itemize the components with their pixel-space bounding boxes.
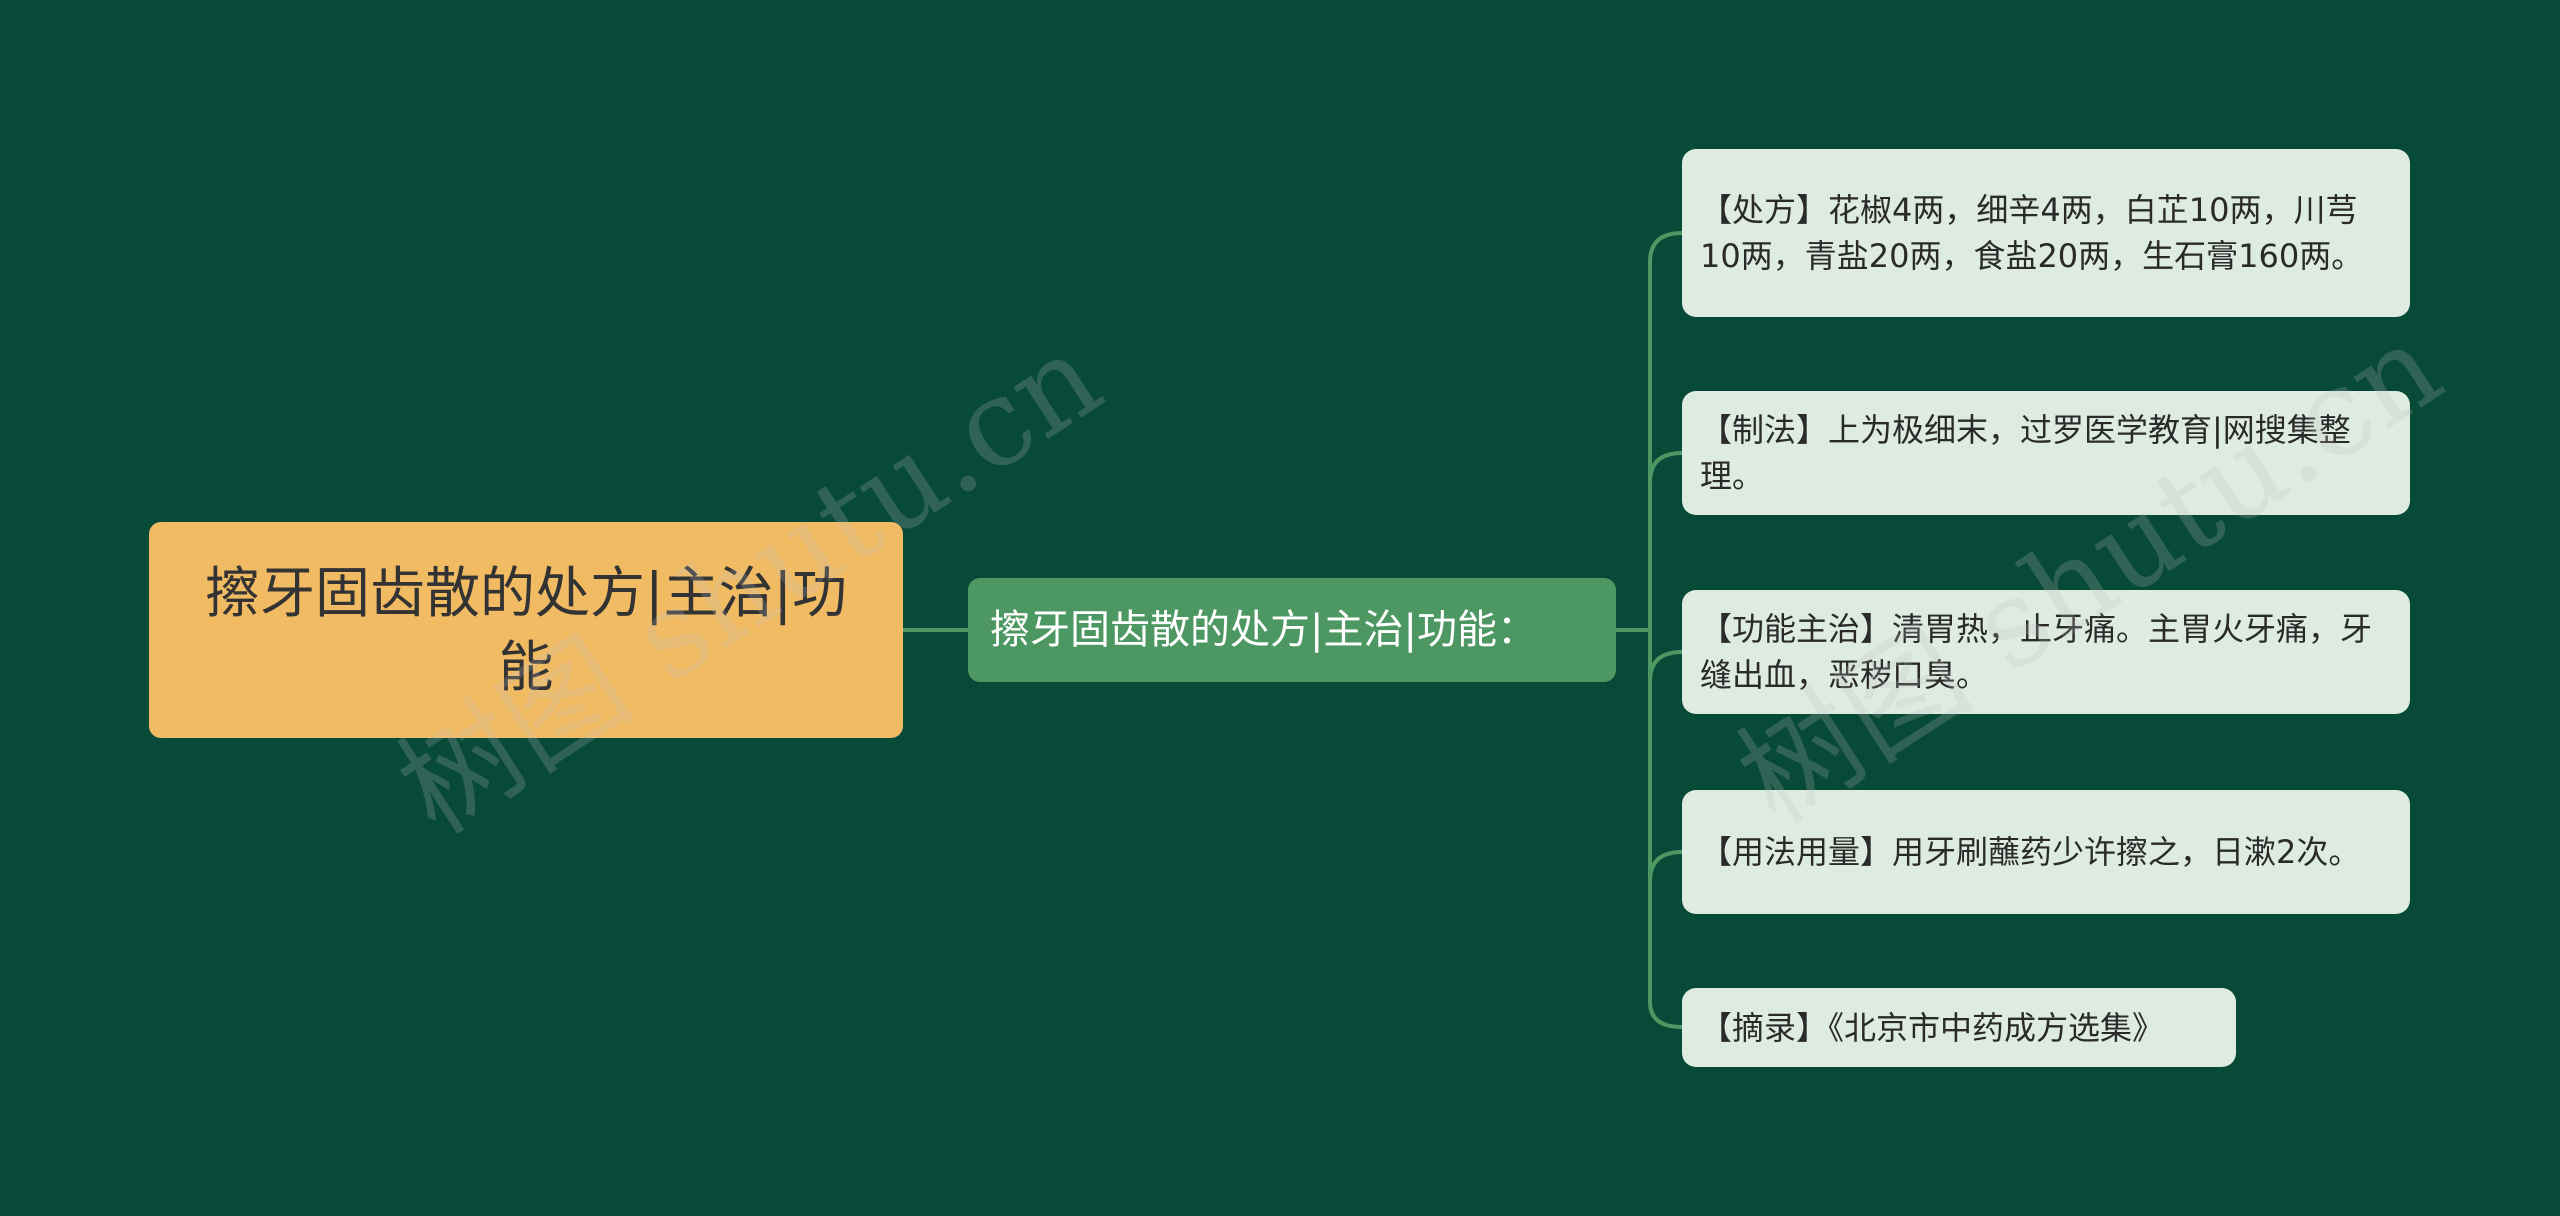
leaf-connector-3 xyxy=(1648,650,1684,683)
leaf-label-source: 【摘录】《北京市中药成方选集》 xyxy=(1700,1008,2165,1047)
leaf-node-usage[interactable]: 【用法用量】用牙刷蘸药少许擦之，日漱2次。 xyxy=(1682,790,2410,914)
leaf-node-prescription[interactable]: 【处方】花椒4两，细辛4两，白芷10两，川芎10两，青盐20两，食盐20两，生石… xyxy=(1682,149,2410,317)
leaf-connector-4 xyxy=(1648,850,1684,883)
leaf-node-preparation[interactable]: 【制法】上为极细末，过罗医学教育|网搜集整理。 xyxy=(1682,391,2410,515)
leaf-label-usage: 【用法用量】用牙刷蘸药少许擦之，日漱2次。 xyxy=(1700,833,2361,871)
leaf-connector-2 xyxy=(1648,451,1684,484)
branch-topic-label: 擦牙固齿散的处方|主治|功能： xyxy=(990,607,1537,653)
leaf-connector-1 xyxy=(1648,231,1684,264)
leaf-node-indications[interactable]: 【功能主治】清胃热，止牙痛。主胃火牙痛，牙缝出血，恶秽口臭。 xyxy=(1682,590,2410,714)
leaf-label-prescription: 【处方】花椒4两，细辛4两，白芷10两，川芎10两，青盐20两，食盐20两，生石… xyxy=(1700,191,2364,275)
root-topic-node[interactable]: 擦牙固齿散的处方|主治|功能 xyxy=(149,522,903,738)
leaf-connector-5 xyxy=(1648,1000,1684,1029)
leaf-label-indications: 【功能主治】清胃热，止牙痛。主胃火牙痛，牙缝出血，恶秽口臭。 xyxy=(1700,610,2373,694)
leaf-node-source[interactable]: 【摘录】《北京市中药成方选集》 xyxy=(1682,988,2236,1067)
leaf-label-preparation: 【制法】上为极细末，过罗医学教育|网搜集整理。 xyxy=(1700,411,2351,495)
root-topic-label: 擦牙固齿散的处方|主治|功能 xyxy=(204,561,848,699)
branch-topic-node[interactable]: 擦牙固齿散的处方|主治|功能： xyxy=(968,578,1616,682)
